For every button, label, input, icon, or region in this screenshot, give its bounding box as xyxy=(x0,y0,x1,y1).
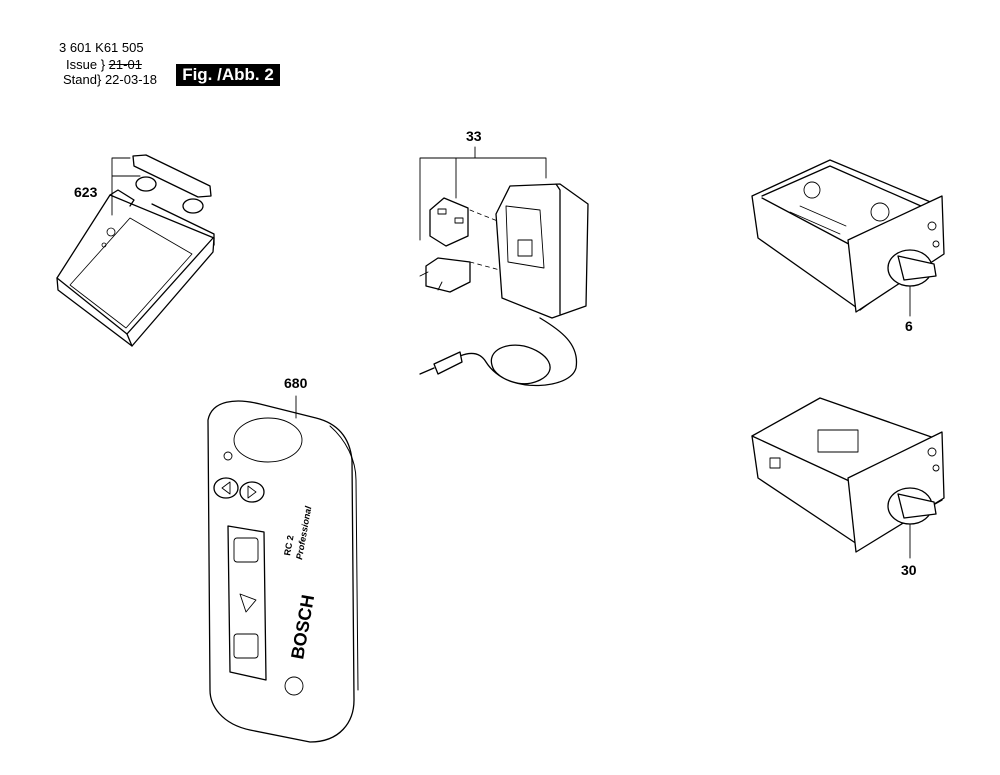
callout-33: 33 xyxy=(466,128,482,144)
callout-6: 6 xyxy=(905,318,913,334)
issue-label: Issue xyxy=(66,57,98,72)
battery-pack-part xyxy=(751,397,945,559)
stand-value: 22-03-18 xyxy=(104,72,157,87)
part-number: 3 601 K61 505 xyxy=(59,40,144,55)
stand-label: Stand xyxy=(63,72,97,87)
battery-compartment-part xyxy=(751,159,945,317)
issue-value: 21-01 xyxy=(108,57,142,72)
remote-control-part xyxy=(207,395,359,743)
callout-30: 30 xyxy=(901,562,917,578)
mount-plate-part xyxy=(56,154,215,347)
remote-model-text: RC 2 xyxy=(282,534,295,556)
figure-badge: Fig. /Abb. 2 xyxy=(176,64,280,86)
stand-row: Stand} 22-03-18 xyxy=(63,72,157,87)
callout-623: 623 xyxy=(74,184,98,200)
issue-row: Issue } 21-01 xyxy=(66,57,142,72)
charger-part xyxy=(419,146,589,387)
callout-680: 680 xyxy=(284,375,308,391)
